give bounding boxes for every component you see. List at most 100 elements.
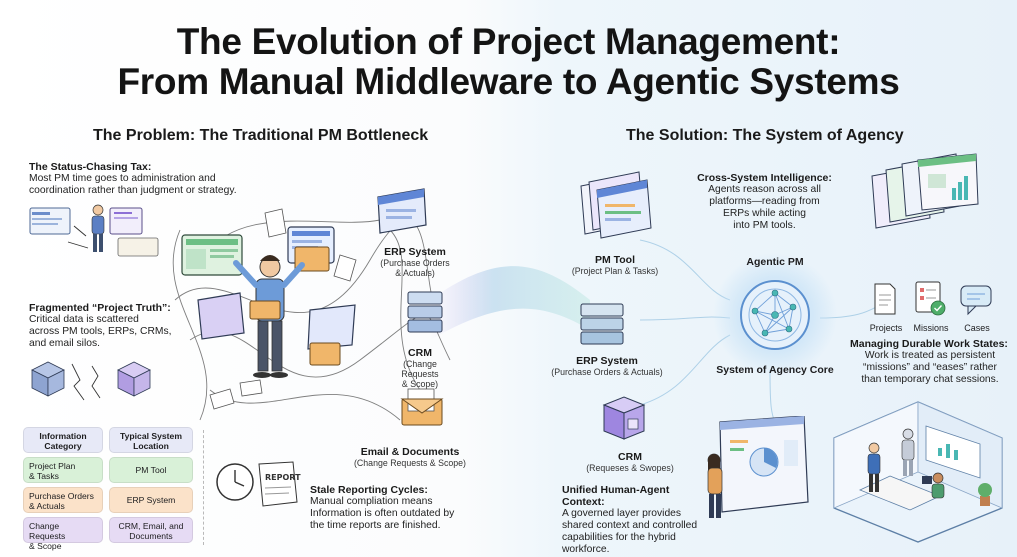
core-top-label: Agentic PM — [746, 256, 804, 268]
problem-erp-sub-1: (Purchase Orders — [380, 258, 450, 268]
unified-block: Unified Human-Agent Context: A governed … — [562, 484, 712, 556]
fragmented-title: Fragmented “Project Truth”: — [29, 302, 171, 314]
table-header-location-l2: Location — [133, 441, 169, 451]
woman-figure — [707, 453, 723, 518]
row1-cat-l2: & Tasks — [29, 471, 59, 481]
email-documents-icon — [400, 388, 444, 426]
solution-erp-database-icon — [580, 303, 624, 345]
solution-crm-cube-icon — [602, 396, 646, 440]
problem-email-sub: (Change Requests & Scope) — [354, 458, 466, 468]
table-header-category-l1: Information — [39, 431, 87, 441]
solution-crm-name: CRM — [618, 451, 642, 463]
main-title: The Evolution of Project Management: Fro… — [0, 22, 1017, 102]
row1-cat-l1: Project Plan — [29, 461, 76, 471]
report-label: REPORT — [265, 473, 301, 482]
unified-text-3: capabilities for the hybrid — [562, 532, 676, 543]
cases-label: Cases — [964, 323, 990, 333]
stale-text-3: the time reports are finished. — [310, 520, 441, 531]
table-header-location: Typical System Location — [109, 427, 193, 453]
cross-title: Cross-System Intelligence: — [697, 172, 832, 184]
table-row-1-category: Project Plan & Tasks — [23, 457, 103, 483]
wall-dashboard — [925, 425, 981, 479]
table-row-2-category: Purchase Orders & Actuals — [23, 487, 103, 513]
problem-crm-label: CRM (Change Requests & Scope) — [385, 347, 455, 389]
status-chasing-illustration — [29, 204, 159, 257]
stale-text-1: Manual compliation means — [310, 496, 433, 507]
durable-text-1: Work is treated as persistent — [864, 350, 996, 361]
overwhelmed-pm-person — [233, 255, 305, 378]
hybrid-workspace-illustration — [833, 401, 1003, 543]
crack-2 — [91, 365, 101, 399]
table-divider — [203, 430, 204, 545]
status-tax-block: The Status-Chasing Tax: Most PM time goe… — [29, 161, 259, 197]
flying-paper-3 — [209, 388, 235, 410]
missions-label: Missions — [913, 323, 949, 333]
fragmented-block: Fragmented “Project Truth”: Critical dat… — [29, 302, 209, 350]
solution-crm-label: CRM (Requeses & Swopes) — [575, 451, 685, 473]
plant-icon — [978, 483, 992, 506]
row3-cat-l2: & Scope — [29, 541, 62, 551]
unified-title: Unified Human-Agent Context: — [562, 484, 670, 508]
folder-bottom-icon — [309, 342, 341, 366]
solution-heading: The Solution: The System of Agency — [626, 127, 904, 144]
stale-reporting-illustration: REPORT — [216, 461, 301, 507]
status-tax-title: The Status-Chasing Tax: — [29, 161, 152, 173]
solution-erp-label: ERP System (Purchase Orders & Actuals) — [547, 355, 667, 377]
cross-text-4: into PM tools. — [733, 220, 796, 231]
crack-1 — [71, 363, 85, 401]
human-agent-screen-illustration — [707, 416, 809, 518]
problem-crm-sub-2: & Scope) — [401, 379, 439, 389]
cross-text-2: platforms—reading from — [709, 196, 820, 207]
dashboards-stack-icon — [871, 153, 979, 229]
flying-paper-2 — [333, 254, 357, 282]
problem-heading: The Problem: The Traditional PM Bottlene… — [93, 127, 429, 144]
table-row-2-location: ERP System — [109, 487, 193, 513]
problem-crm-name: CRM — [408, 347, 432, 359]
problem-crm-sub-1: (Change Requests — [401, 359, 439, 379]
row3-loc-l1: CRM, Email, and — [118, 521, 184, 531]
projects-document-icon — [874, 283, 896, 315]
fragmented-text-1: Critical data is scattered — [29, 314, 139, 325]
pm-tool-stack-icon — [580, 171, 652, 239]
problem-erp-name: ERP System — [384, 246, 446, 258]
fragmented-text-3: and email silos. — [29, 338, 100, 349]
solution-erp-sub: (Purchase Orders & Actuals) — [551, 367, 663, 377]
unified-text-1: A governed layer provides — [562, 508, 682, 519]
silo-cube-2-icon — [117, 361, 151, 397]
solution-pm-tool-label: PM Tool (Project Plan & Tasks) — [565, 254, 665, 276]
unified-text-4: workforce. — [562, 544, 610, 555]
flying-paper-4 — [239, 379, 263, 397]
table-row-1-location: PM Tool — [109, 457, 193, 483]
floating-screen-purple-icon — [197, 292, 245, 340]
flying-paper-1 — [264, 208, 287, 238]
table-header-category-l2: Category — [44, 441, 82, 451]
status-tax-text-2: coordination rather than judgment or str… — [29, 185, 237, 196]
stale-text-2: Information is often outdated by — [310, 508, 455, 519]
stale-title: Stale Reporting Cycles: — [310, 484, 428, 496]
row3-loc-l2: Documents — [129, 531, 173, 541]
robot-agent — [901, 428, 915, 476]
floating-screen-right-icon — [307, 304, 356, 350]
fragmented-text-2: across PM tools, ERPs, CRMs, — [29, 326, 172, 337]
solution-pm-tool-name: PM Tool — [594, 254, 636, 266]
solution-pm-tool-sub: (Project Plan & Tasks) — [571, 266, 659, 276]
cross-text-1: Agents reason across all — [708, 184, 821, 195]
row3-cat-l1: Change Requests — [29, 521, 66, 541]
unified-text-2: shared context and controlled — [562, 520, 698, 531]
cross-system-block: Cross-System Intelligence: Agents reason… — [692, 172, 837, 232]
problem-erp-sub-2: & Actuals) — [395, 268, 435, 278]
fragmented-silos-illustration — [31, 361, 151, 401]
missions-checklist-icon — [915, 281, 946, 316]
projects-label: Projects — [869, 323, 903, 333]
title-line-2: From Manual Middleware to Agentic System… — [117, 61, 900, 102]
seated-worker — [922, 472, 945, 499]
left-screen-icon — [29, 207, 71, 235]
table-row-3-category: Change Requests & Scope — [23, 517, 103, 551]
solution-crm-sub: (Requeses & Swopes) — [586, 463, 674, 473]
problem-erp-label: ERP System (Purchase Orders & Actuals) — [380, 246, 450, 278]
status-tax-text-1: Most PM time goes to administration and — [29, 173, 216, 184]
durable-block: Managing Durable Work States: Work is tr… — [850, 338, 1010, 386]
problem-email-label: Email & Documents (Change Requests & Sco… — [350, 446, 470, 468]
silo-cube-1-icon — [31, 361, 65, 397]
floating-screen-green-icon — [181, 234, 243, 276]
